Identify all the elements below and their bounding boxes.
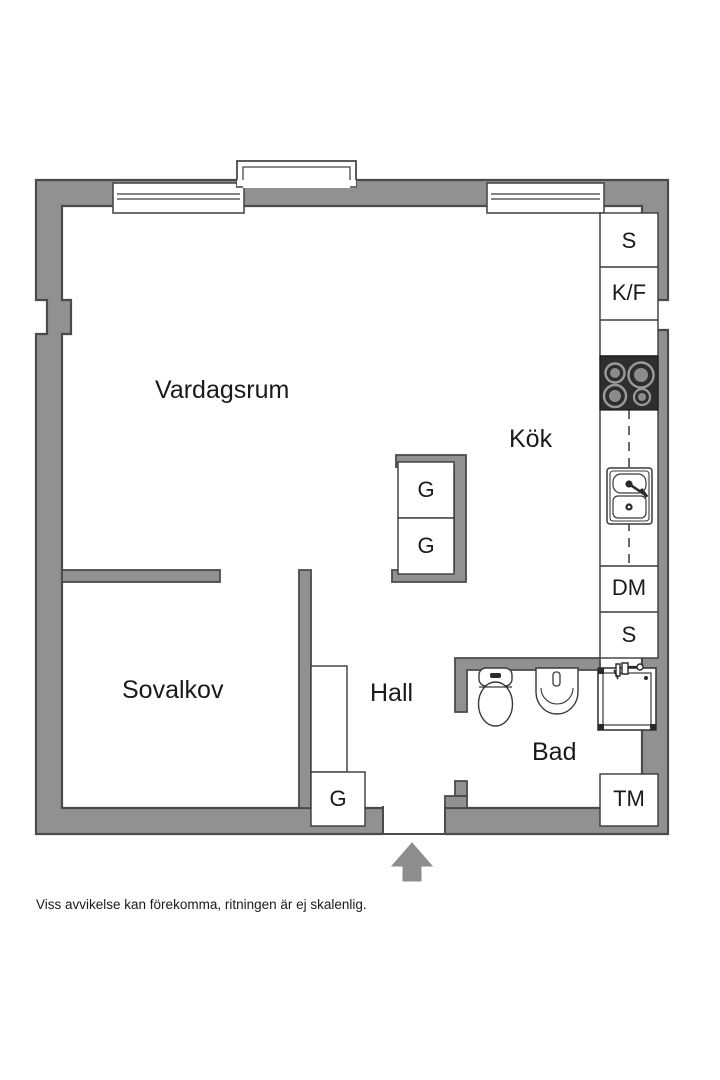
shower-icon (597, 662, 657, 731)
shower-valve-2 (621, 662, 629, 675)
sink-faucet-head (639, 488, 649, 498)
burner-tr-core (634, 368, 648, 382)
balcony-door-leaf (242, 166, 351, 182)
entrance-arrow-icon (390, 842, 434, 882)
room-label-sovalkov: Sovalkov (122, 676, 224, 704)
burner-br-core (638, 393, 646, 401)
kitchen-counter (599, 212, 659, 659)
entrance-opening (382, 806, 446, 836)
bathroom-lower-stub (454, 780, 468, 797)
fixture-label-hall-wardrobe: G (329, 786, 347, 811)
burner-tr-ring (627, 361, 655, 389)
burner-bl-ring (602, 383, 628, 409)
shower-head (636, 663, 644, 671)
bathroom-walls (444, 657, 601, 809)
balcony-door (236, 160, 357, 188)
room-label-kok: Kök (509, 425, 553, 453)
wardrobe-unit (391, 454, 467, 583)
hall-door-opening (310, 665, 348, 773)
sovalkov-partition (61, 569, 221, 583)
toilet-bowl (477, 681, 514, 727)
basin-faucet (552, 671, 561, 687)
room-label-hall: Hall (370, 679, 414, 707)
toilet-icon (477, 667, 514, 727)
balcony-door-gap (237, 180, 356, 188)
fixture-label-dishwasher: DM (611, 575, 647, 600)
window-right-frame (486, 182, 605, 214)
shower-post-bl (598, 724, 604, 730)
entrance-gap (383, 806, 445, 836)
fixture-label-wardrobe-lower: G (417, 533, 435, 558)
bedroom-divider-wall (61, 569, 221, 583)
wardrobe-box-lower (397, 517, 455, 575)
entrance-arrow (390, 842, 434, 882)
kitchen-run (599, 212, 659, 659)
hall-vertical-wall (298, 569, 312, 809)
window-right (486, 182, 605, 214)
shower-post-br (650, 724, 656, 730)
outer-walls (34, 178, 670, 836)
hall-wardrobe-box (310, 771, 366, 827)
disclaimer-caption: Viss avvikelse kan förekomma, ritningen … (36, 897, 367, 912)
stove-icon (599, 355, 659, 411)
shower-hose (613, 669, 619, 680)
bathroom-top-wall (454, 657, 601, 713)
room-label-bad: Bad (532, 738, 577, 766)
toilet-flush-button (490, 673, 501, 678)
shower-valve-1 (615, 663, 621, 677)
burner-br-ring (632, 387, 652, 407)
washing-machine-box (599, 773, 659, 827)
shower-drain (644, 676, 648, 680)
sink-drain-lower-hole (627, 505, 631, 509)
window-left-frame (112, 182, 245, 214)
fixture-label-cabinet-bottom: S (621, 622, 637, 647)
hall-wall (298, 569, 312, 809)
bathroom-door-threshold (444, 795, 468, 809)
perimeter-wall (34, 178, 670, 836)
kitchen-sink-icon (606, 467, 653, 525)
hall-wardrobe-outline (310, 771, 366, 827)
bathroom-fixtures (477, 662, 659, 827)
hall-door-panel (310, 665, 348, 773)
wardrobe-box-upper (397, 461, 455, 519)
room-label-vardagsrum: Vardagsrum (155, 376, 290, 404)
fixture-label-fridge-freezer: K/F (611, 280, 647, 305)
burner-tl-core (610, 368, 620, 378)
fixture-label-washing-machine: TM (613, 786, 645, 811)
window-left (112, 182, 245, 214)
burner-bl-core (609, 390, 621, 402)
fixture-label-wardrobe-upper: G (417, 477, 435, 502)
shower-tray (602, 672, 652, 726)
basin-bowl (535, 667, 579, 715)
basin-inner-curve (540, 687, 574, 705)
washbasin-icon (535, 667, 579, 715)
burner-tl-ring (604, 362, 626, 384)
fixture-label-cabinet-top: S (621, 228, 637, 253)
shower-post-tl (598, 668, 604, 674)
